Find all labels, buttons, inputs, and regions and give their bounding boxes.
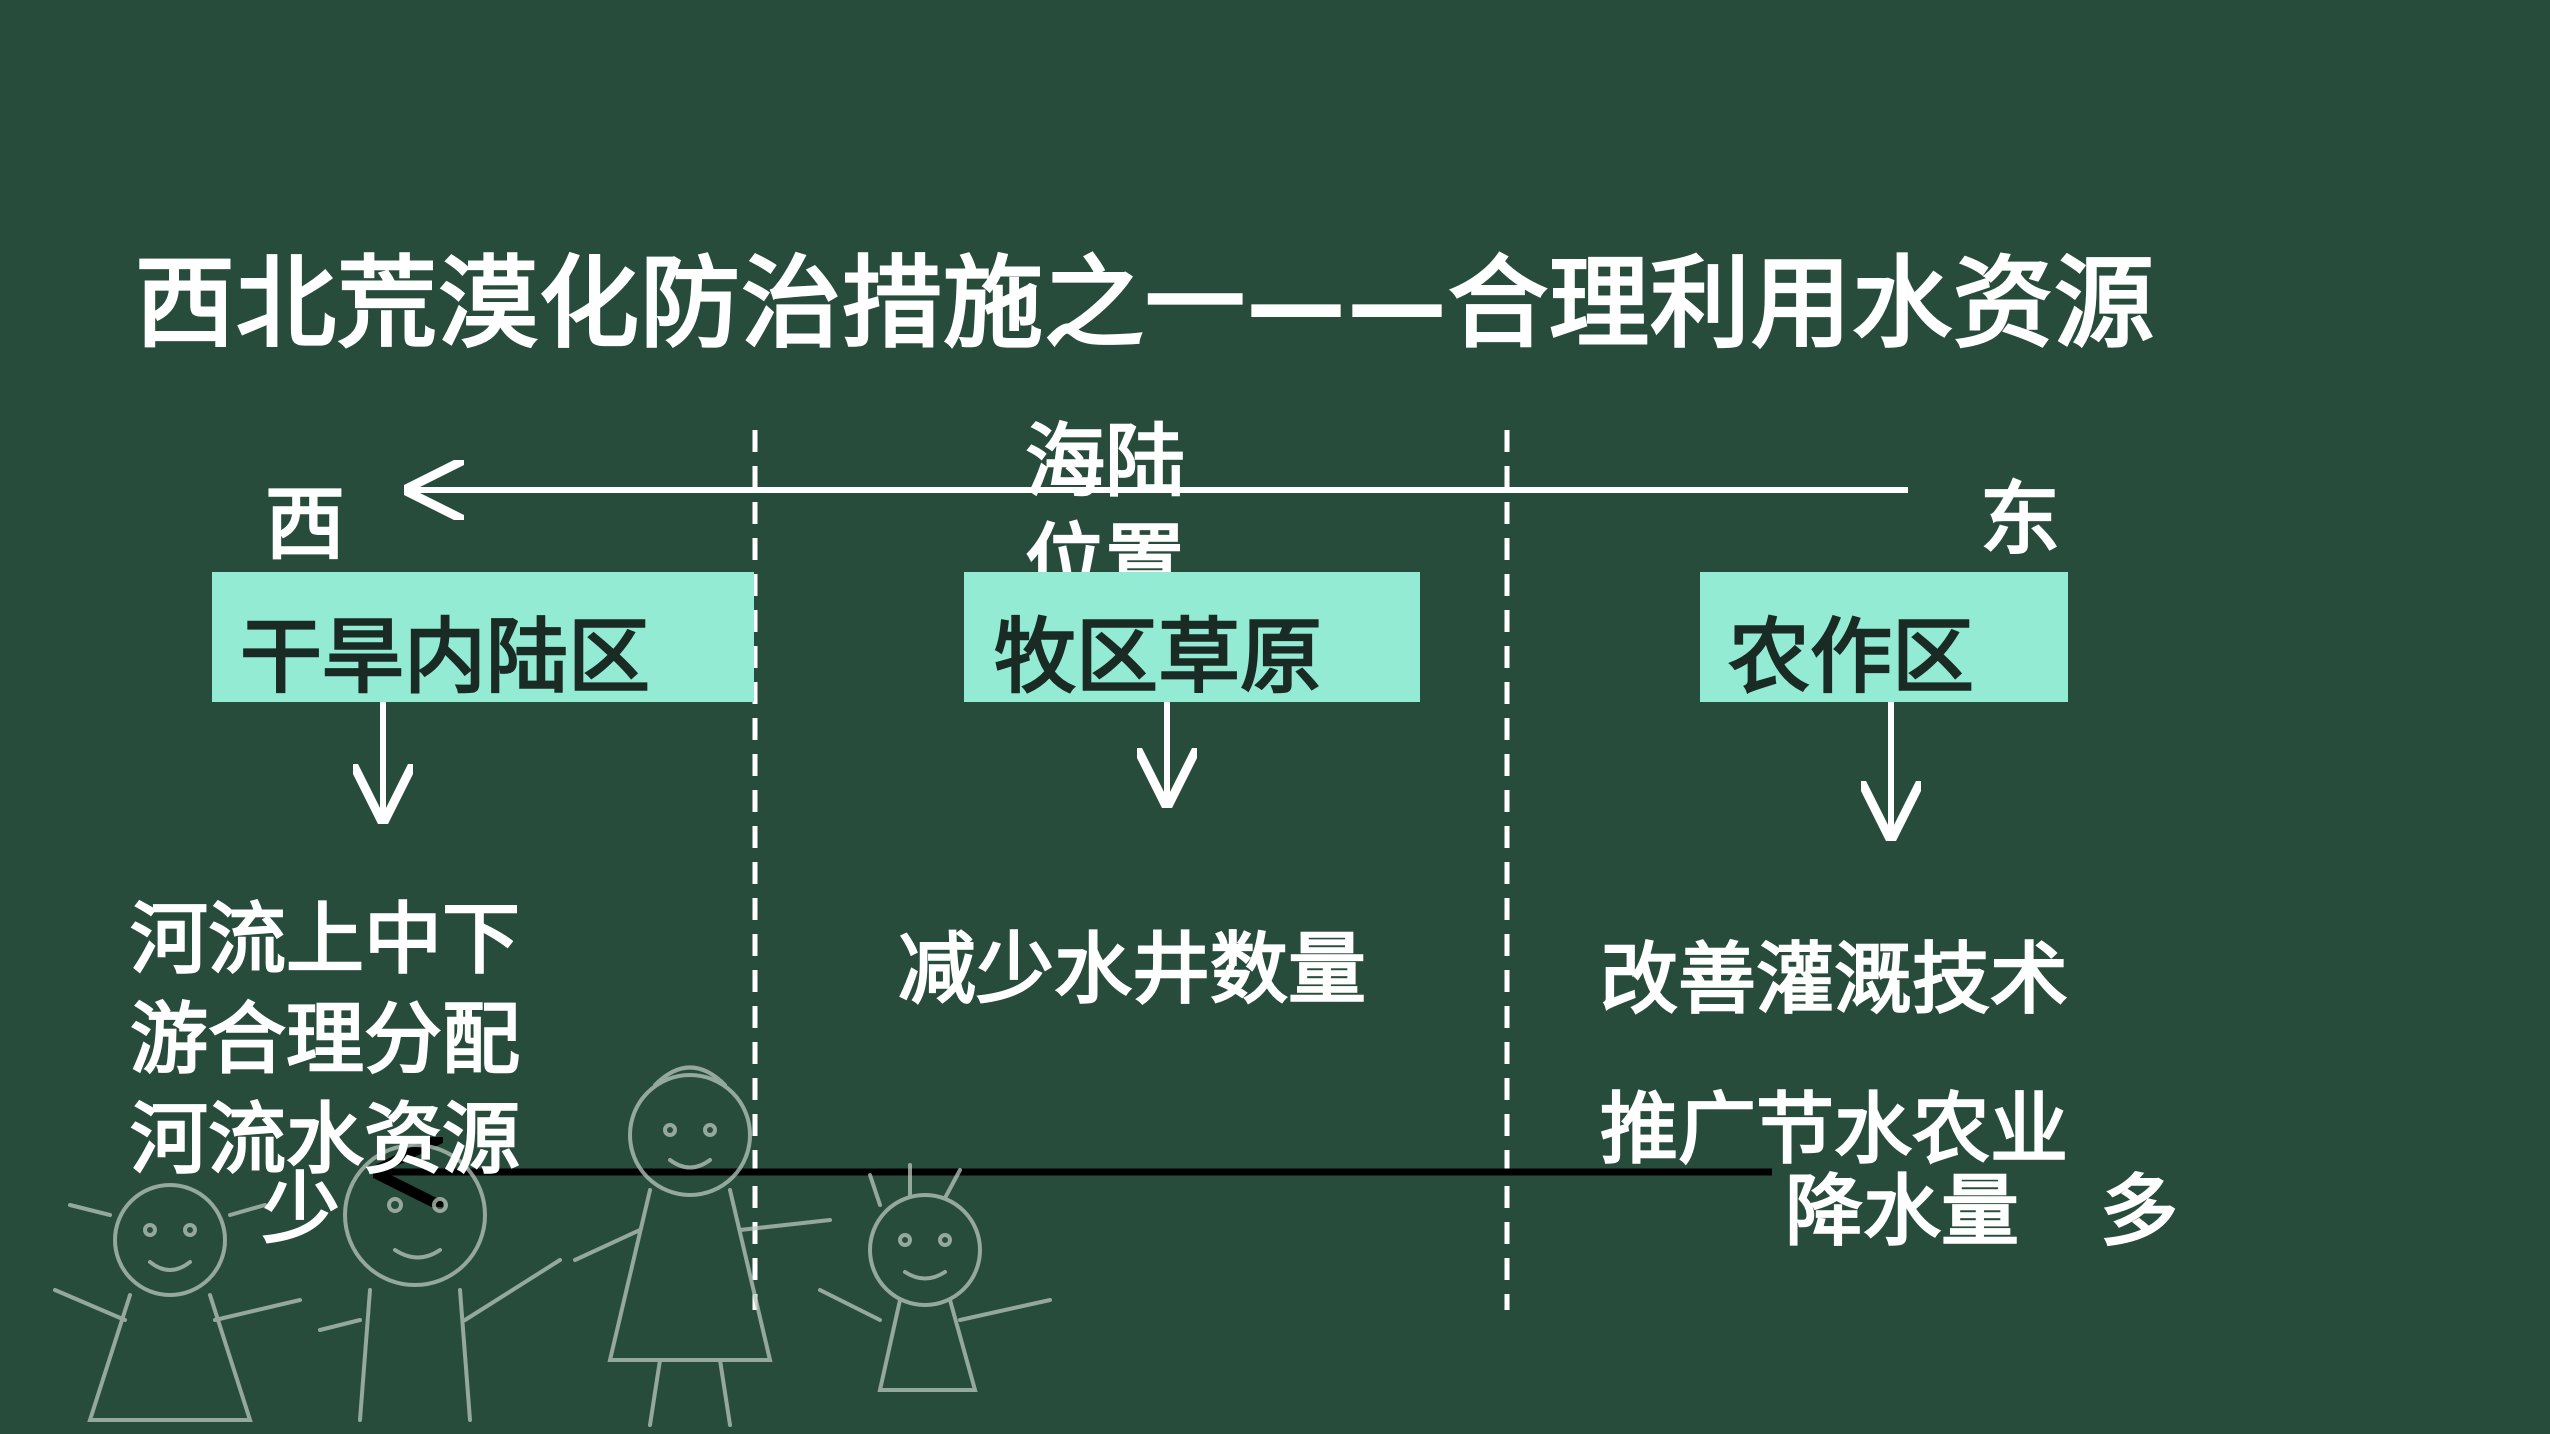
- measure-grassland-line: 减少水井数量: [898, 925, 1367, 1015]
- measure-farming-line: 改善灌溉技术: [1600, 935, 2069, 1025]
- measure-arid-line: 河流上中下: [130, 895, 521, 985]
- precipitation-less: 少: [262, 1165, 341, 1255]
- region-farming-label: 农作区: [1728, 610, 1975, 705]
- precipitation-more: 多: [2100, 1167, 2179, 1257]
- region-grassland: 牧区草原: [964, 572, 1420, 705]
- precipitation-label: 降水量: [1785, 1167, 2020, 1257]
- region-arid-inland: 干旱内陆区: [212, 572, 754, 705]
- factor-label-line1: 海陆: [1025, 415, 1185, 508]
- region-grassland-label: 牧区草原: [994, 610, 1323, 705]
- measure-grassland: 减少水井数量: [898, 920, 1366, 1020]
- measure-arid-line: 游合理分配: [130, 995, 521, 1085]
- measure-farming-line: 推广节水农业: [1600, 1085, 2069, 1175]
- region-arid-inland-label: 干旱内陆区: [240, 610, 651, 705]
- region-farming: 农作区: [1700, 572, 2068, 705]
- west-label: 西: [265, 478, 345, 571]
- chalk-children-drawing: [53, 1065, 1052, 1427]
- page-title: 西北荒漠化防治措施之一——合理利用水资源: [135, 245, 2155, 362]
- east-label: 东: [1980, 473, 2060, 566]
- measure-arid-inland: 河流上中下 游合理分配 河流水资源: [130, 890, 520, 1190]
- measure-arid-line: 河流水资源: [130, 1095, 521, 1185]
- measure-farming: 改善灌溉技术 推广节水农业: [1600, 905, 2068, 1205]
